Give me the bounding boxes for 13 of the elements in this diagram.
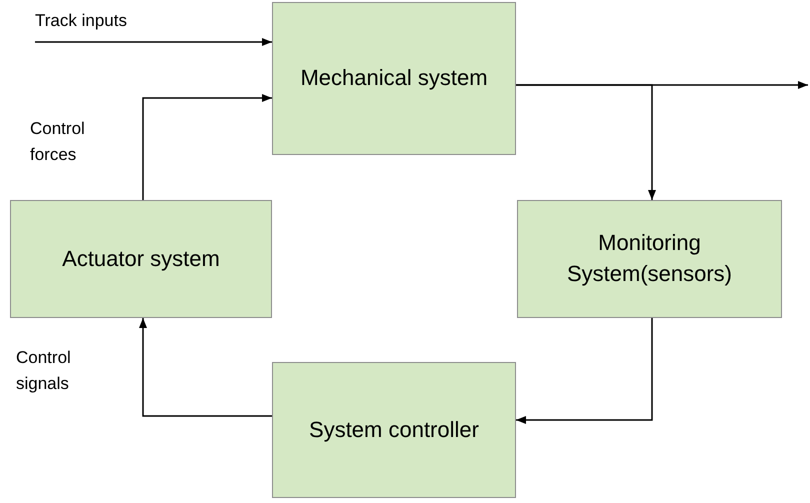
- arrow: [516, 318, 653, 424]
- arrow: [516, 84, 656, 200]
- process-box: [10, 200, 272, 318]
- arrow: [35, 38, 272, 46]
- process-box: [517, 200, 782, 318]
- box-label: Mechanical system: [300, 64, 488, 92]
- box-label: Monitoring System(sensors): [566, 229, 734, 288]
- box-label: System controller: [309, 416, 479, 444]
- arrow: [139, 318, 272, 417]
- process-box: [272, 2, 516, 155]
- arrow: [142, 94, 272, 200]
- box-label: Actuator system: [62, 244, 220, 273]
- process-box: [272, 362, 516, 498]
